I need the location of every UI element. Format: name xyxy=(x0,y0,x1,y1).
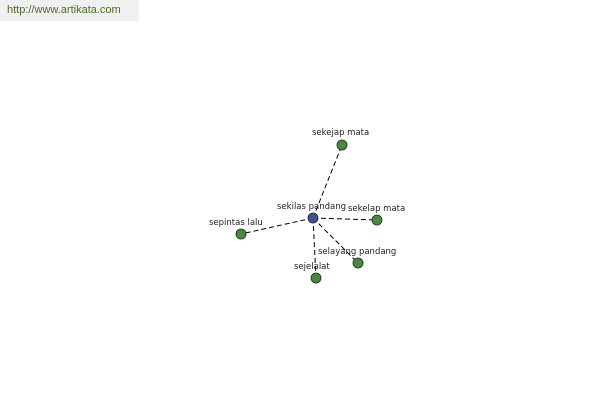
watermark-bar: http://www.artikata.com xyxy=(0,0,139,21)
graph-labels: sekejap mata sekelap mata selayang pandang… xyxy=(209,128,405,272)
node-label-sekilas-pandang[interactable]: sekilas pandang xyxy=(277,202,346,212)
node-label-sekelap-mata[interactable]: sekelap mata xyxy=(348,204,405,214)
leaf-node-sekelap-mata[interactable] xyxy=(371,214,383,226)
edge-selayang-pandang xyxy=(312,217,359,264)
graph-nodes xyxy=(235,139,383,284)
center-node-sekilas-pandang[interactable] xyxy=(307,212,319,224)
leaf-node-sepintas-lalu[interactable] xyxy=(235,228,247,240)
edge-sekejap-mata xyxy=(312,144,343,219)
watermark-url: http://www.artikata.com xyxy=(7,4,121,16)
graph-edges xyxy=(240,144,378,279)
node-label-sejelalat[interactable]: sejelalat xyxy=(294,262,330,272)
edge-sepintas-lalu xyxy=(240,217,314,235)
leaf-node-sekejap-mata[interactable] xyxy=(336,139,348,151)
node-label-selayang-pandang[interactable]: selayang pandang xyxy=(318,247,396,257)
leaf-node-sejelalat[interactable] xyxy=(310,272,322,284)
node-label-sekejap-mata[interactable]: sekejap mata xyxy=(312,128,369,138)
edge-sejelalat xyxy=(312,217,317,279)
leaf-node-selayang-pandang[interactable] xyxy=(352,257,364,269)
edge-sekelap-mata xyxy=(312,217,378,221)
node-label-sepintas-lalu[interactable]: sepintas lalu xyxy=(209,218,263,228)
